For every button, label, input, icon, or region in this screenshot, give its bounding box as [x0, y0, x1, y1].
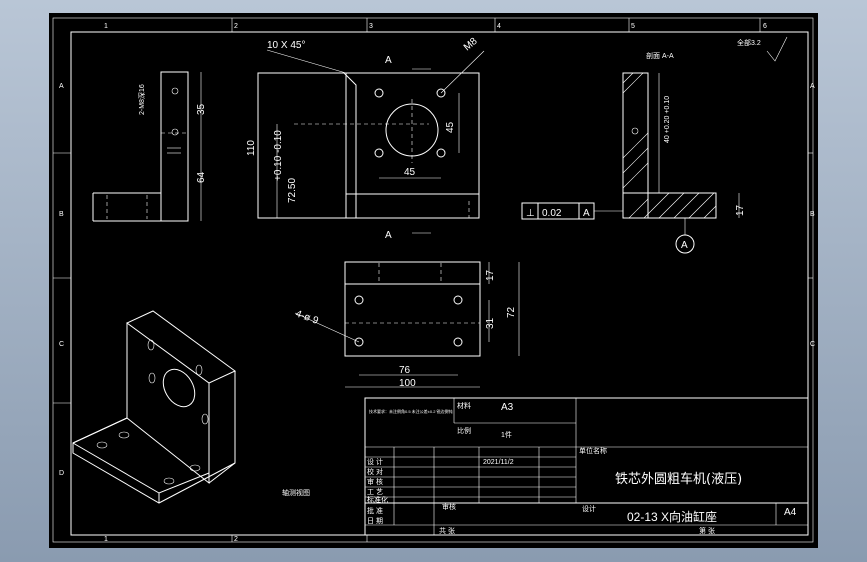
tech-notes: 技术要求：未注倒角0.5 未注公差±0.2 锐边倒钝	[369, 408, 453, 414]
row-date: 日 期	[367, 517, 383, 525]
date-value: 2021/11/2	[483, 459, 514, 466]
drawing-title: 铁芯外圆粗车机(液压)	[615, 471, 742, 487]
scale-label: 比例	[457, 426, 471, 435]
datum-circle-icon	[675, 234, 695, 254]
isometric-view: 轴测视图	[72, 310, 310, 504]
sheet-size-top: A3	[501, 402, 514, 413]
row-marker-a-right: A	[810, 83, 815, 90]
dim-35: 35	[196, 103, 207, 115]
bottom-markers: 1 2	[104, 535, 368, 543]
surface-roughness-note: 全部3.2	[737, 36, 788, 62]
footer-left: 共 张	[439, 526, 455, 535]
design-label: 设计	[582, 504, 596, 513]
row-marker-c: C	[59, 341, 64, 348]
row-marker-a: A	[59, 83, 64, 90]
row-marker-d: D	[59, 470, 64, 477]
row-review: 审 核	[367, 477, 383, 486]
dim-45-vertical: 45	[445, 121, 456, 133]
bottom-view: 76 100 17 31 72 4-ø 9	[294, 261, 520, 389]
dim-17: 17	[485, 269, 496, 281]
dim-holes: 4-ø 9	[294, 308, 320, 326]
dim-64: 64	[196, 171, 207, 183]
row-standard: 标准化	[367, 495, 388, 504]
dim-section-40: 40 +0.20 +0.10	[664, 96, 671, 143]
col-marker-3: 3	[369, 23, 373, 30]
bottom-marker-1: 1	[104, 536, 108, 543]
title-block: 技术要求：未注倒角0.5 未注公差±0.2 锐边倒钝 材料 A3 比例 1件 单…	[364, 397, 809, 536]
view-label-bottom: A	[385, 230, 392, 241]
dim-45-horizontal: 45	[404, 167, 416, 178]
drawing-sheet: 1 2 3 4 5 6 1 2 A B C D A B C 全部3.2	[49, 13, 818, 548]
row-marker-c-right: C	[810, 341, 815, 348]
perpendicular-icon: ⊥	[526, 208, 535, 219]
col-marker-1: 1	[104, 23, 108, 30]
roughness-text: 全部3.2	[737, 38, 761, 47]
front-view: 110 +0.10 -0.10 72.50 45 45 10 X 45° M8 …	[246, 36, 485, 241]
datum-circle-label: A	[681, 240, 688, 251]
row-design: 设 计	[367, 457, 383, 466]
check-label: 审核	[442, 502, 456, 511]
column-markers: 1 2 3 4 5 6	[104, 18, 767, 32]
col-marker-5: 5	[631, 23, 635, 30]
row-approve: 批 准	[367, 506, 383, 515]
perp-value: 0.02	[542, 208, 562, 219]
dim-section-17: 17	[735, 204, 746, 216]
row-check: 校 对	[367, 467, 383, 476]
roughness-symbol-icon	[766, 36, 788, 62]
dim-72: 72	[506, 306, 517, 318]
drawing-number: 02-13 X向油缸座	[627, 509, 717, 524]
row-marker-b: B	[59, 211, 64, 218]
sheet-size: A4	[784, 507, 797, 518]
bottom-marker-2: 2	[234, 536, 238, 543]
dim-110: 110	[246, 140, 257, 156]
hatching	[622, 72, 717, 219]
row-markers: A B C D A B C	[53, 83, 815, 477]
dim-tolerance: +0.10 -0.10	[273, 130, 284, 181]
row-marker-b-right: B	[810, 211, 815, 218]
dim-chamfer: 10 X 45°	[267, 40, 305, 51]
dim-72-50: 72.50	[287, 178, 298, 203]
view-label-top: A	[385, 55, 392, 66]
perpendicularity-frame: ⊥ 0.02 A	[521, 202, 623, 220]
iso-label: 轴测视图	[282, 488, 310, 497]
col-marker-4: 4	[497, 23, 501, 30]
dim-100: 100	[399, 378, 416, 389]
dim-76: 76	[399, 365, 411, 376]
thread-note-left: 2-M8深16	[137, 84, 146, 115]
footer-right: 第 张	[699, 526, 715, 535]
section-label: 剖面 A-A	[646, 51, 674, 60]
material-label: 材料	[457, 401, 471, 410]
qty-value: 1件	[501, 430, 512, 439]
col-marker-2: 2	[234, 23, 238, 30]
section-view-aa: 剖面 A-A 40 +0.20 +0.10 17 ⊥ 0.02 A	[521, 51, 746, 254]
row-process: 工 艺	[367, 488, 383, 496]
company-label: 单位名称	[579, 446, 607, 455]
perp-datum: A	[583, 208, 590, 219]
dim-31: 31	[485, 317, 496, 329]
col-marker-6: 6	[763, 23, 767, 30]
dim-thread-m8: M8	[462, 36, 480, 54]
outer-frame	[52, 17, 814, 543]
side-view: 35 64 2-M8深16	[92, 71, 207, 222]
cad-drawing: 1 2 3 4 5 6 1 2 A B C D A B C 全部3.2	[52, 17, 815, 543]
